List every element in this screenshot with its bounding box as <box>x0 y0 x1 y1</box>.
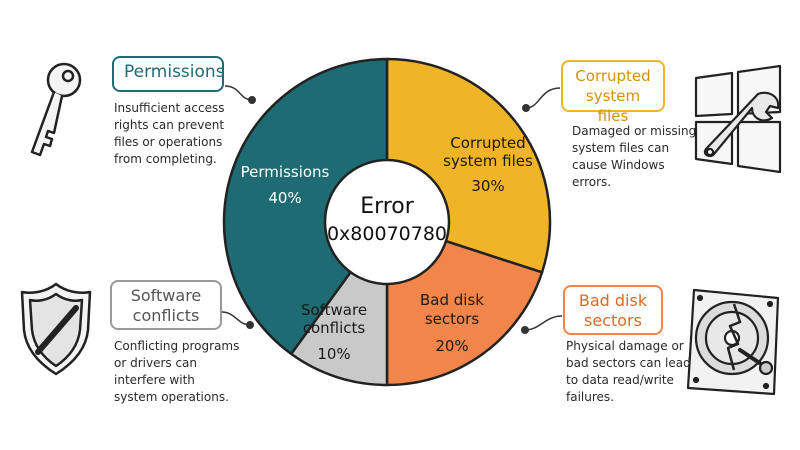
slice-label-corrupted-pct: 30% <box>471 177 504 195</box>
slice-label-corrupted: Corrupted system files 30% <box>443 134 533 195</box>
callout-bad-disk: Bad disk sectors <box>563 285 663 335</box>
hard-drive-icon <box>686 288 780 396</box>
pie-slice-permissions <box>222 57 389 356</box>
desc-software: Conflicting programs or drivers can inte… <box>114 339 240 404</box>
callout-bad-disk-title: Bad disk sectors <box>578 291 648 330</box>
slice-label-permissions: Permissions 40% <box>241 163 330 207</box>
slice-label-bad-disk-line2: sectors <box>425 310 480 328</box>
slice-label-corrupted-line2: system files <box>443 152 533 170</box>
slice-label-software-line2: conflicts <box>303 319 366 337</box>
slice-label-software: Software conflicts 10% <box>301 301 367 363</box>
slice-label-bad-disk: Bad disk sectors 20% <box>420 291 484 355</box>
key-icon <box>30 62 82 157</box>
callout-corrupted-title: Corrupted system files <box>575 67 651 125</box>
slice-label-permissions-name: Permissions <box>241 163 330 181</box>
slice-label-permissions-pct: 40% <box>268 189 301 207</box>
connector-dot-bad-disk <box>521 326 529 334</box>
desc-permissions: Insufficient access rights can prevent f… <box>114 101 225 166</box>
connector-dot-software <box>246 321 254 329</box>
callout-software-title: Software conflicts <box>130 286 202 325</box>
center-title: Error <box>360 194 415 219</box>
slice-label-software-line1: Software <box>301 301 367 319</box>
desc-bad-disk: Physical damage or bad sectors can lead … <box>566 339 691 404</box>
connector-corrupted <box>525 87 561 109</box>
connector-dot-corrupted <box>522 104 530 112</box>
connector-bad-disk <box>524 315 563 331</box>
slice-label-bad-disk-line1: Bad disk <box>420 291 484 309</box>
callout-permissions-title: Permissions <box>124 62 225 82</box>
connector-dot-permissions <box>248 96 256 104</box>
desc-corrupted: Damaged or missing system files can caus… <box>572 124 697 189</box>
slice-label-software-pct: 10% <box>317 345 350 363</box>
slice-label-corrupted-line1: Corrupted <box>450 134 525 152</box>
callout-permissions: Permissions <box>112 56 225 92</box>
callout-software: Software conflicts <box>110 280 222 330</box>
connector-permissions <box>224 85 253 101</box>
windows-wrench-icon <box>694 64 782 174</box>
center-code: 0x80070780 <box>327 223 447 245</box>
callout-corrupted: Corrupted system files <box>561 60 665 125</box>
shield-icon <box>20 282 92 376</box>
slice-label-bad-disk-pct: 20% <box>435 337 468 355</box>
connector-software <box>221 311 251 326</box>
center-hole <box>323 158 451 286</box>
